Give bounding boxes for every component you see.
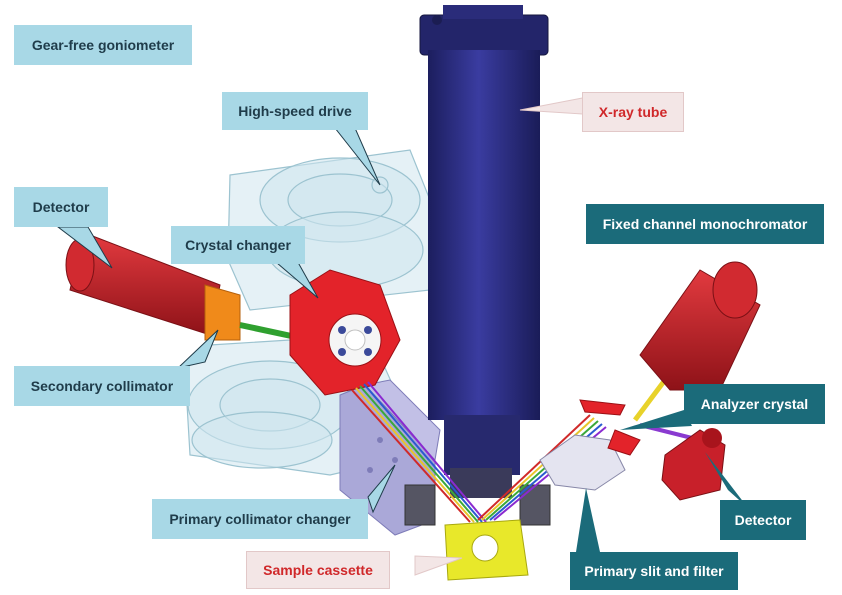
label-detector-left: Detector: [14, 187, 108, 227]
crystal-changer-part: [289, 269, 401, 396]
label-primary-collimator-changer: Primary collimator changer: [152, 499, 368, 539]
sample-cassette-part: [444, 519, 529, 581]
label-gear-free-goniometer: Gear-free goniometer: [14, 25, 192, 65]
detector-right-part: [639, 261, 761, 501]
label-x-ray-tube: X-ray tube: [582, 92, 684, 132]
x-ray-tube-part: [404, 5, 551, 526]
primary-slit-and-filter-part: [539, 399, 641, 491]
label-crystal-changer: Crystal changer: [171, 226, 305, 264]
label-fixed-channel-monochromator: Fixed channel monochromator: [586, 204, 824, 244]
label-secondary-collimator: Secondary collimator: [14, 366, 190, 406]
label-sample-cassette: Sample cassette: [246, 551, 390, 589]
goniometer-upper: [227, 149, 431, 311]
label-detector-right: Detector: [720, 500, 806, 540]
label-primary-slit-and-filter: Primary slit and filter: [570, 552, 738, 590]
callout-pointers: [56, 94, 748, 576]
label-high-speed-drive: High-speed drive: [222, 92, 368, 130]
label-analyzer-crystal: Analyzer crystal: [684, 384, 825, 424]
